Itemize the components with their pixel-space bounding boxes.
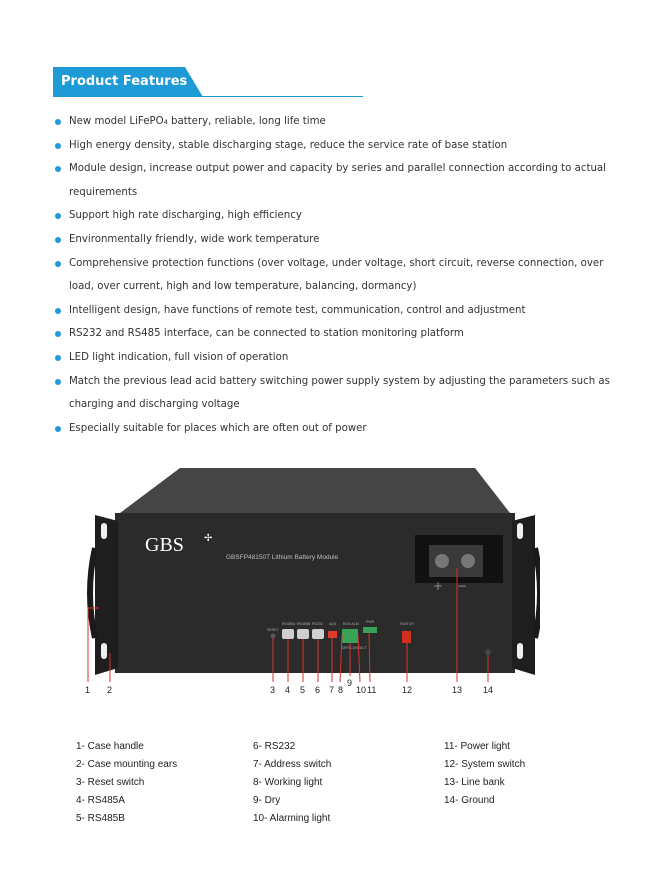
callout-lines [87,568,489,683]
port-label: RS485B [297,622,311,626]
legend-item: 7- Address switch [253,759,332,770]
component-legend: 1- Case handle 2- Case mounting ears 3- … [76,738,596,828]
callout-number: 5 [300,685,305,695]
section-title: Product Features [61,74,188,89]
port-label: RUN ALM [343,622,359,626]
legend-item: 14- Ground [444,795,495,806]
header-tab [53,67,203,97]
power-light [363,627,377,633]
callout-number: 11 [367,685,376,695]
battery-module-illustration: GBS ✢ GBSFP48150T Lithium Battery Module… [85,468,540,695]
legend-item: 5- RS485B [76,813,125,824]
left-handle [87,547,98,639]
negative-sign: − [457,579,467,593]
legend-item: 4- RS485A [76,795,125,806]
legend-item: 3- Reset switch [76,777,145,788]
right-mounting-ear [512,515,535,675]
feature-item: Especially suitable for places which are… [54,417,614,441]
header-underline [53,96,363,97]
logo-mark-icon: ✢ [204,533,212,544]
callout-number: 14 [483,685,493,695]
port-label: DRY CONTACT [342,646,368,650]
model-label: GBSFP48150T Lithium Battery Module [226,554,339,561]
feature-item: Support high rate discharging, high effi… [54,204,614,228]
feature-item: Match the previous lead acid battery swi… [54,370,614,417]
legend-item: 8- Working light [253,777,323,788]
callout-number: 7 [329,685,334,695]
callout-number: 10 [356,685,366,695]
reset-switch [270,633,276,639]
callout-number: 3 [270,685,275,695]
feature-item: LED light indication, full vision of ope… [54,346,614,370]
rs485a-port [282,629,294,639]
left-mounting-ear [95,515,118,675]
port-label: RS232 [312,622,323,626]
port-label: SWITCH [400,622,414,626]
port-label: RESET [267,628,280,632]
rs232-port [312,629,324,639]
ground-terminal [485,649,491,655]
legend-column: 6- RS232 7- Address switch 8- Working li… [253,738,331,828]
address-switch [328,631,337,638]
brand-logo: GBS [145,534,184,556]
callout-number: 1 [85,685,90,695]
callout-number: 2 [107,685,112,695]
right-handle [532,547,540,639]
legend-item: 1- Case handle [76,741,144,752]
callout-number: 13 [452,685,462,695]
rs485b-port [297,629,309,639]
legend-item: 2- Case mounting ears [76,759,178,770]
module-top [120,468,510,513]
feature-item: Environmentally friendly, wide work temp… [54,228,614,252]
port-label: RS485A [282,622,296,626]
legend-item: 10- Alarming light [253,813,331,824]
callout-number: 9 [347,678,352,688]
legend-item: 11- Power light [444,741,510,752]
legend-item: 9- Dry [253,795,281,806]
legend-item: 13- Line bank [444,777,505,788]
feature-item: High energy density, stable discharging … [54,134,614,158]
system-switch [402,631,411,643]
callout-number: 4 [285,685,290,695]
feature-list: New model LiFePO₄ battery, reliable, lon… [54,110,614,440]
legend-column: 11- Power light 12- System switch 13- Li… [444,738,525,810]
positive-sign: + [433,579,443,593]
legend-item: 12- System switch [444,759,526,770]
callout-number: 12 [402,685,412,695]
callout-number: 6 [315,685,320,695]
legend-column: 1- Case handle 2- Case mounting ears 3- … [76,738,177,828]
section-header: Product Features [53,67,363,99]
port-label: PWR [366,620,375,624]
dry-contact [342,629,358,643]
feature-item: New model LiFePO₄ battery, reliable, lon… [54,110,614,134]
feature-item: Module design, increase output power and… [54,157,614,204]
callout-number: 8 [338,685,343,695]
legend-item: 6- RS232 [253,741,296,752]
feature-item: Intelligent design, have functions of re… [54,299,614,323]
port-label: ADS [329,622,337,626]
feature-item: RS232 and RS485 interface, can be connec… [54,322,614,346]
feature-item: Comprehensive protection functions (over… [54,252,614,299]
